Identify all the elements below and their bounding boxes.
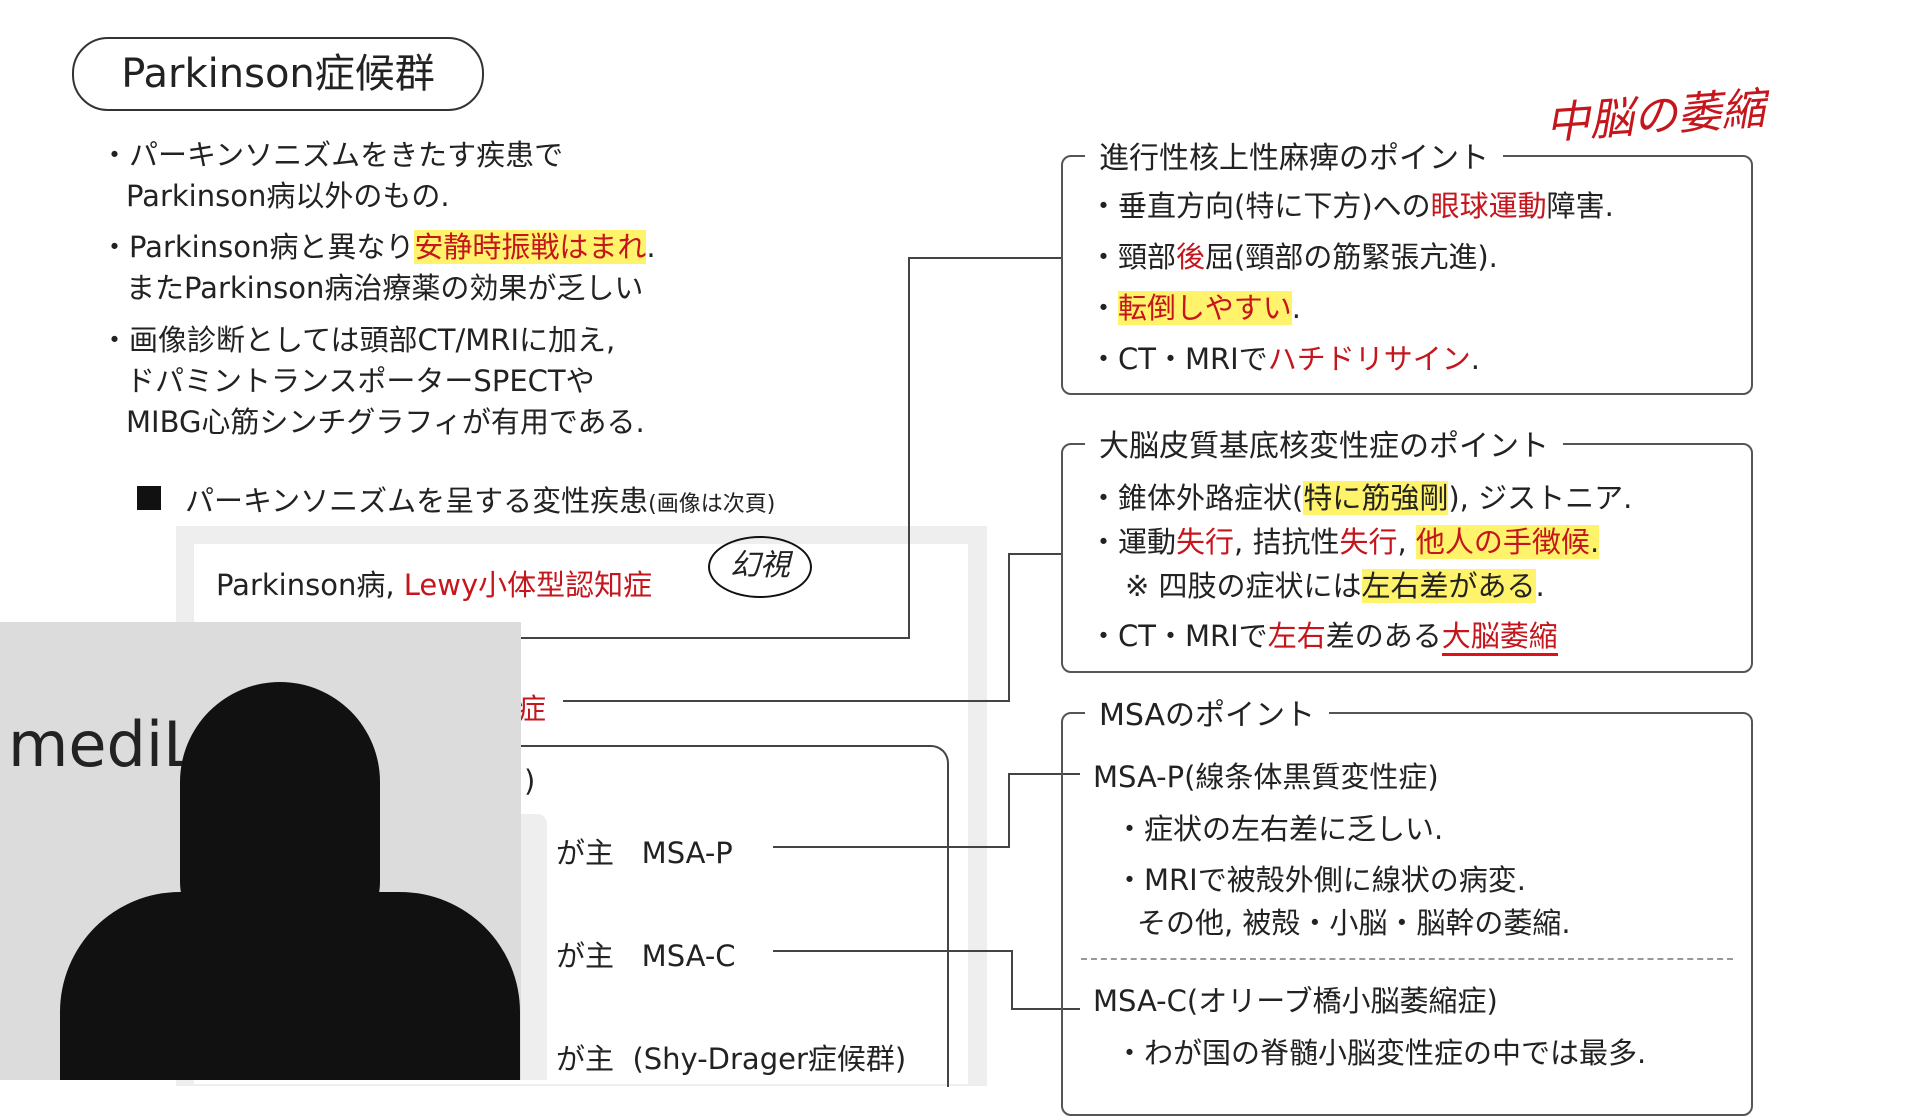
square-bullet-icon	[137, 486, 161, 510]
row-shy-drager: が主 (Shy-Drager症候群)	[556, 1042, 907, 1076]
bullet-3: ・画像診断としては頭部CT/MRIに加え, ドパミントランスポーターSPECTや…	[100, 323, 645, 439]
disease-row-lewy: Parkinson病, Lewy小体型認知症	[216, 568, 653, 602]
cbd-box: 大脳皮質基底核変性症のポイント ・錐体外路症状(特に筋強剛), ジストニア. ・…	[1061, 421, 1753, 673]
cbd-title: 大脳皮質基底核変性症のポイント	[1085, 421, 1563, 465]
connector	[1008, 553, 1061, 555]
connector	[773, 950, 1011, 952]
section-heading: パーキンソニズムを呈する変性疾患(画像は次頁)	[185, 484, 776, 518]
divider	[1081, 958, 1733, 960]
row-msa-p: が主 MSA-P	[556, 836, 733, 870]
connector	[1008, 773, 1080, 775]
presenter-body	[60, 892, 520, 1080]
bullet-1: ・パーキンソニズムをきたす疾患で Parkinson病以外のもの.	[100, 138, 564, 213]
connector	[1008, 553, 1010, 702]
msa-bracket	[521, 745, 949, 1087]
logo: mediL	[8, 708, 198, 781]
connector	[908, 257, 1061, 259]
connector	[521, 637, 910, 639]
msa-box: MSAのポイント MSA-P(線条体黒質変性症) ・症状の左右差に乏しい. ・M…	[1061, 690, 1753, 1116]
msa-title: MSAのポイント	[1085, 690, 1330, 734]
handwritten-bubble: 幻視	[708, 536, 812, 598]
connector	[1008, 773, 1010, 848]
connector	[908, 257, 910, 639]
webcam-overlay: mediL	[0, 622, 521, 1080]
connector	[773, 846, 1010, 848]
connector	[1011, 1008, 1080, 1010]
handwritten-annotation: 中脳の萎縮	[1543, 83, 1767, 150]
row-msa-c: が主 MSA-C	[556, 939, 736, 973]
page-title: Parkinson症候群	[72, 37, 484, 111]
connector	[563, 700, 1010, 702]
psp-box: 進行性核上性麻痺のポイント ・垂直方向(特に下方)への眼球運動障害. ・頸部後屈…	[1061, 133, 1753, 395]
psp-title: 進行性核上性麻痺のポイント	[1085, 133, 1503, 177]
partial-disease-label: 症	[517, 692, 547, 726]
connector	[1011, 950, 1013, 1009]
partial-paren: )	[524, 764, 536, 798]
bullet-2: ・Parkinson病と異なり安静時振戦はまれ. またParkinson病治療薬…	[100, 230, 656, 305]
msa-side-panel	[521, 814, 547, 1080]
